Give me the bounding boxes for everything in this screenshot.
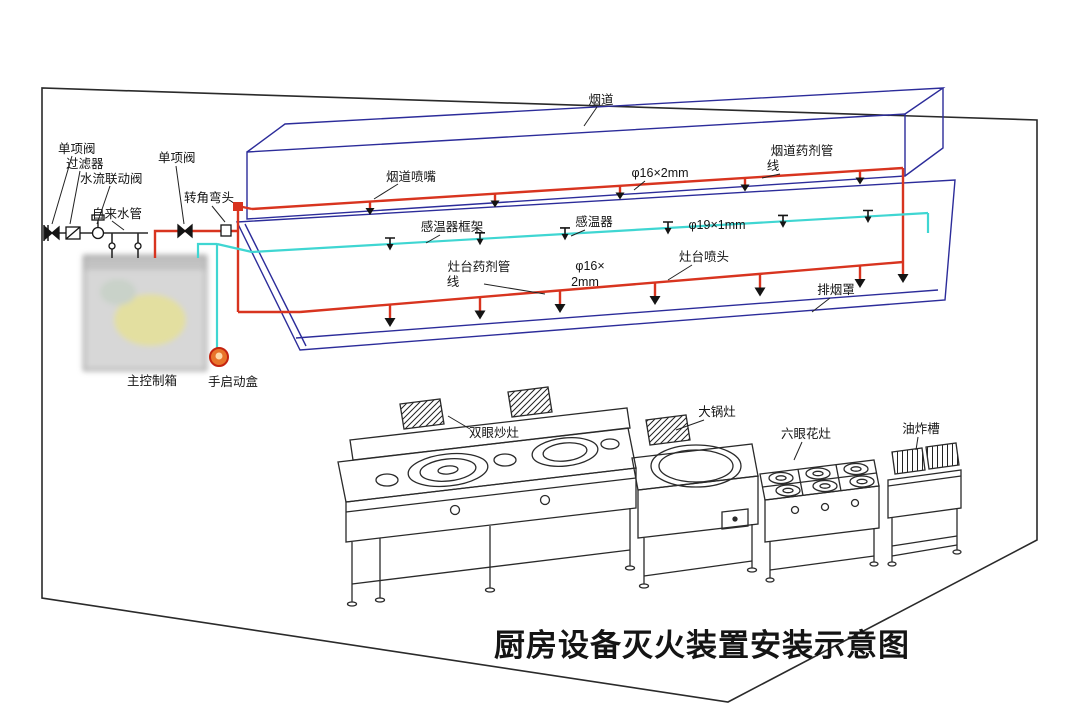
label-fryer: 油炸槽 bbox=[902, 422, 940, 436]
label-six-eye-stove: 六眼花灶 bbox=[781, 426, 831, 441]
corner-elbow-symbol bbox=[220, 224, 232, 237]
label-duct-pipe-spec: φ16×2mm bbox=[631, 166, 688, 180]
label-corner-elbow: 转角弯头 bbox=[184, 190, 234, 205]
label-stove-nozzle: 灶台喷头 bbox=[679, 249, 729, 264]
label-duct-nozzle: 烟道喷嘴 bbox=[386, 170, 437, 184]
valve-symbols bbox=[44, 214, 232, 250]
diagram-labels: 烟道 烟道喷嘴 φ16×2mm 烟道药剂管 线 感温器框架 感温器 φ19×1m… bbox=[58, 93, 940, 663]
label-stove-pipe-spec-2: 2mm bbox=[571, 275, 599, 289]
check-valve-symbol-mid bbox=[177, 223, 193, 239]
leader-lines bbox=[51, 106, 919, 461]
page-title: 厨房设备灭火装置安装示意图 bbox=[494, 628, 910, 663]
agent-pipes bbox=[153, 166, 905, 318]
kitchen-equipment bbox=[337, 386, 962, 607]
sensor-pipe bbox=[196, 211, 930, 350]
label-big-pot-stove: 大锅灶 bbox=[698, 404, 736, 419]
label-manual-start-box: 手启动盒 bbox=[208, 374, 259, 389]
main-control-box bbox=[83, 255, 207, 371]
room-outline bbox=[41, 87, 1038, 703]
label-stove-pipe-spec-1: φ16× bbox=[575, 259, 604, 273]
manual-start-box bbox=[209, 347, 229, 367]
label-duct: 烟道 bbox=[588, 93, 614, 107]
big-pot-stove bbox=[631, 414, 759, 589]
label-tap-water-pipe: 自来水管 bbox=[92, 206, 142, 221]
label-stove-agent-pipe-1: 灶台药剂管 bbox=[448, 259, 511, 274]
double-wok-stove bbox=[337, 386, 637, 607]
label-double-wok-stove: 双眼炒灶 bbox=[469, 426, 519, 440]
fryer-unit bbox=[887, 442, 962, 567]
symbol-glyphs bbox=[44, 177, 909, 327]
water-flow-valve-symbol bbox=[91, 226, 105, 240]
label-stove-agent-pipe-2: 线 bbox=[447, 275, 460, 289]
label-duct-agent-pipe-1: 烟道药剂管 bbox=[771, 143, 834, 158]
duct-nozzle-symbols bbox=[365, 177, 865, 215]
label-duct-agent-pipe-2: 线 bbox=[767, 159, 780, 173]
exhaust-duct bbox=[246, 87, 946, 220]
temperature-sensor-symbols bbox=[385, 209, 873, 251]
label-hood: 排烟罩 bbox=[817, 283, 855, 297]
six-eye-stove bbox=[759, 459, 880, 583]
check-valve-symbol-left bbox=[44, 225, 60, 241]
label-water-flow-valve: 水流联动阀 bbox=[80, 172, 143, 186]
label-sensor: 感温器 bbox=[575, 214, 613, 229]
label-check-valve-mid: 单项阀 bbox=[158, 151, 196, 165]
label-sensor-pipe-spec: φ19×1mm bbox=[688, 218, 745, 232]
exhaust-hood bbox=[235, 179, 956, 351]
stove-nozzle-symbols bbox=[384, 274, 909, 327]
label-main-control-box: 主控制箱 bbox=[127, 373, 177, 388]
label-check-valve-left: 单项阀 bbox=[58, 142, 96, 156]
label-filter: 过滤器 bbox=[66, 157, 104, 171]
label-sensor-frame: 感温器框架 bbox=[421, 219, 484, 234]
